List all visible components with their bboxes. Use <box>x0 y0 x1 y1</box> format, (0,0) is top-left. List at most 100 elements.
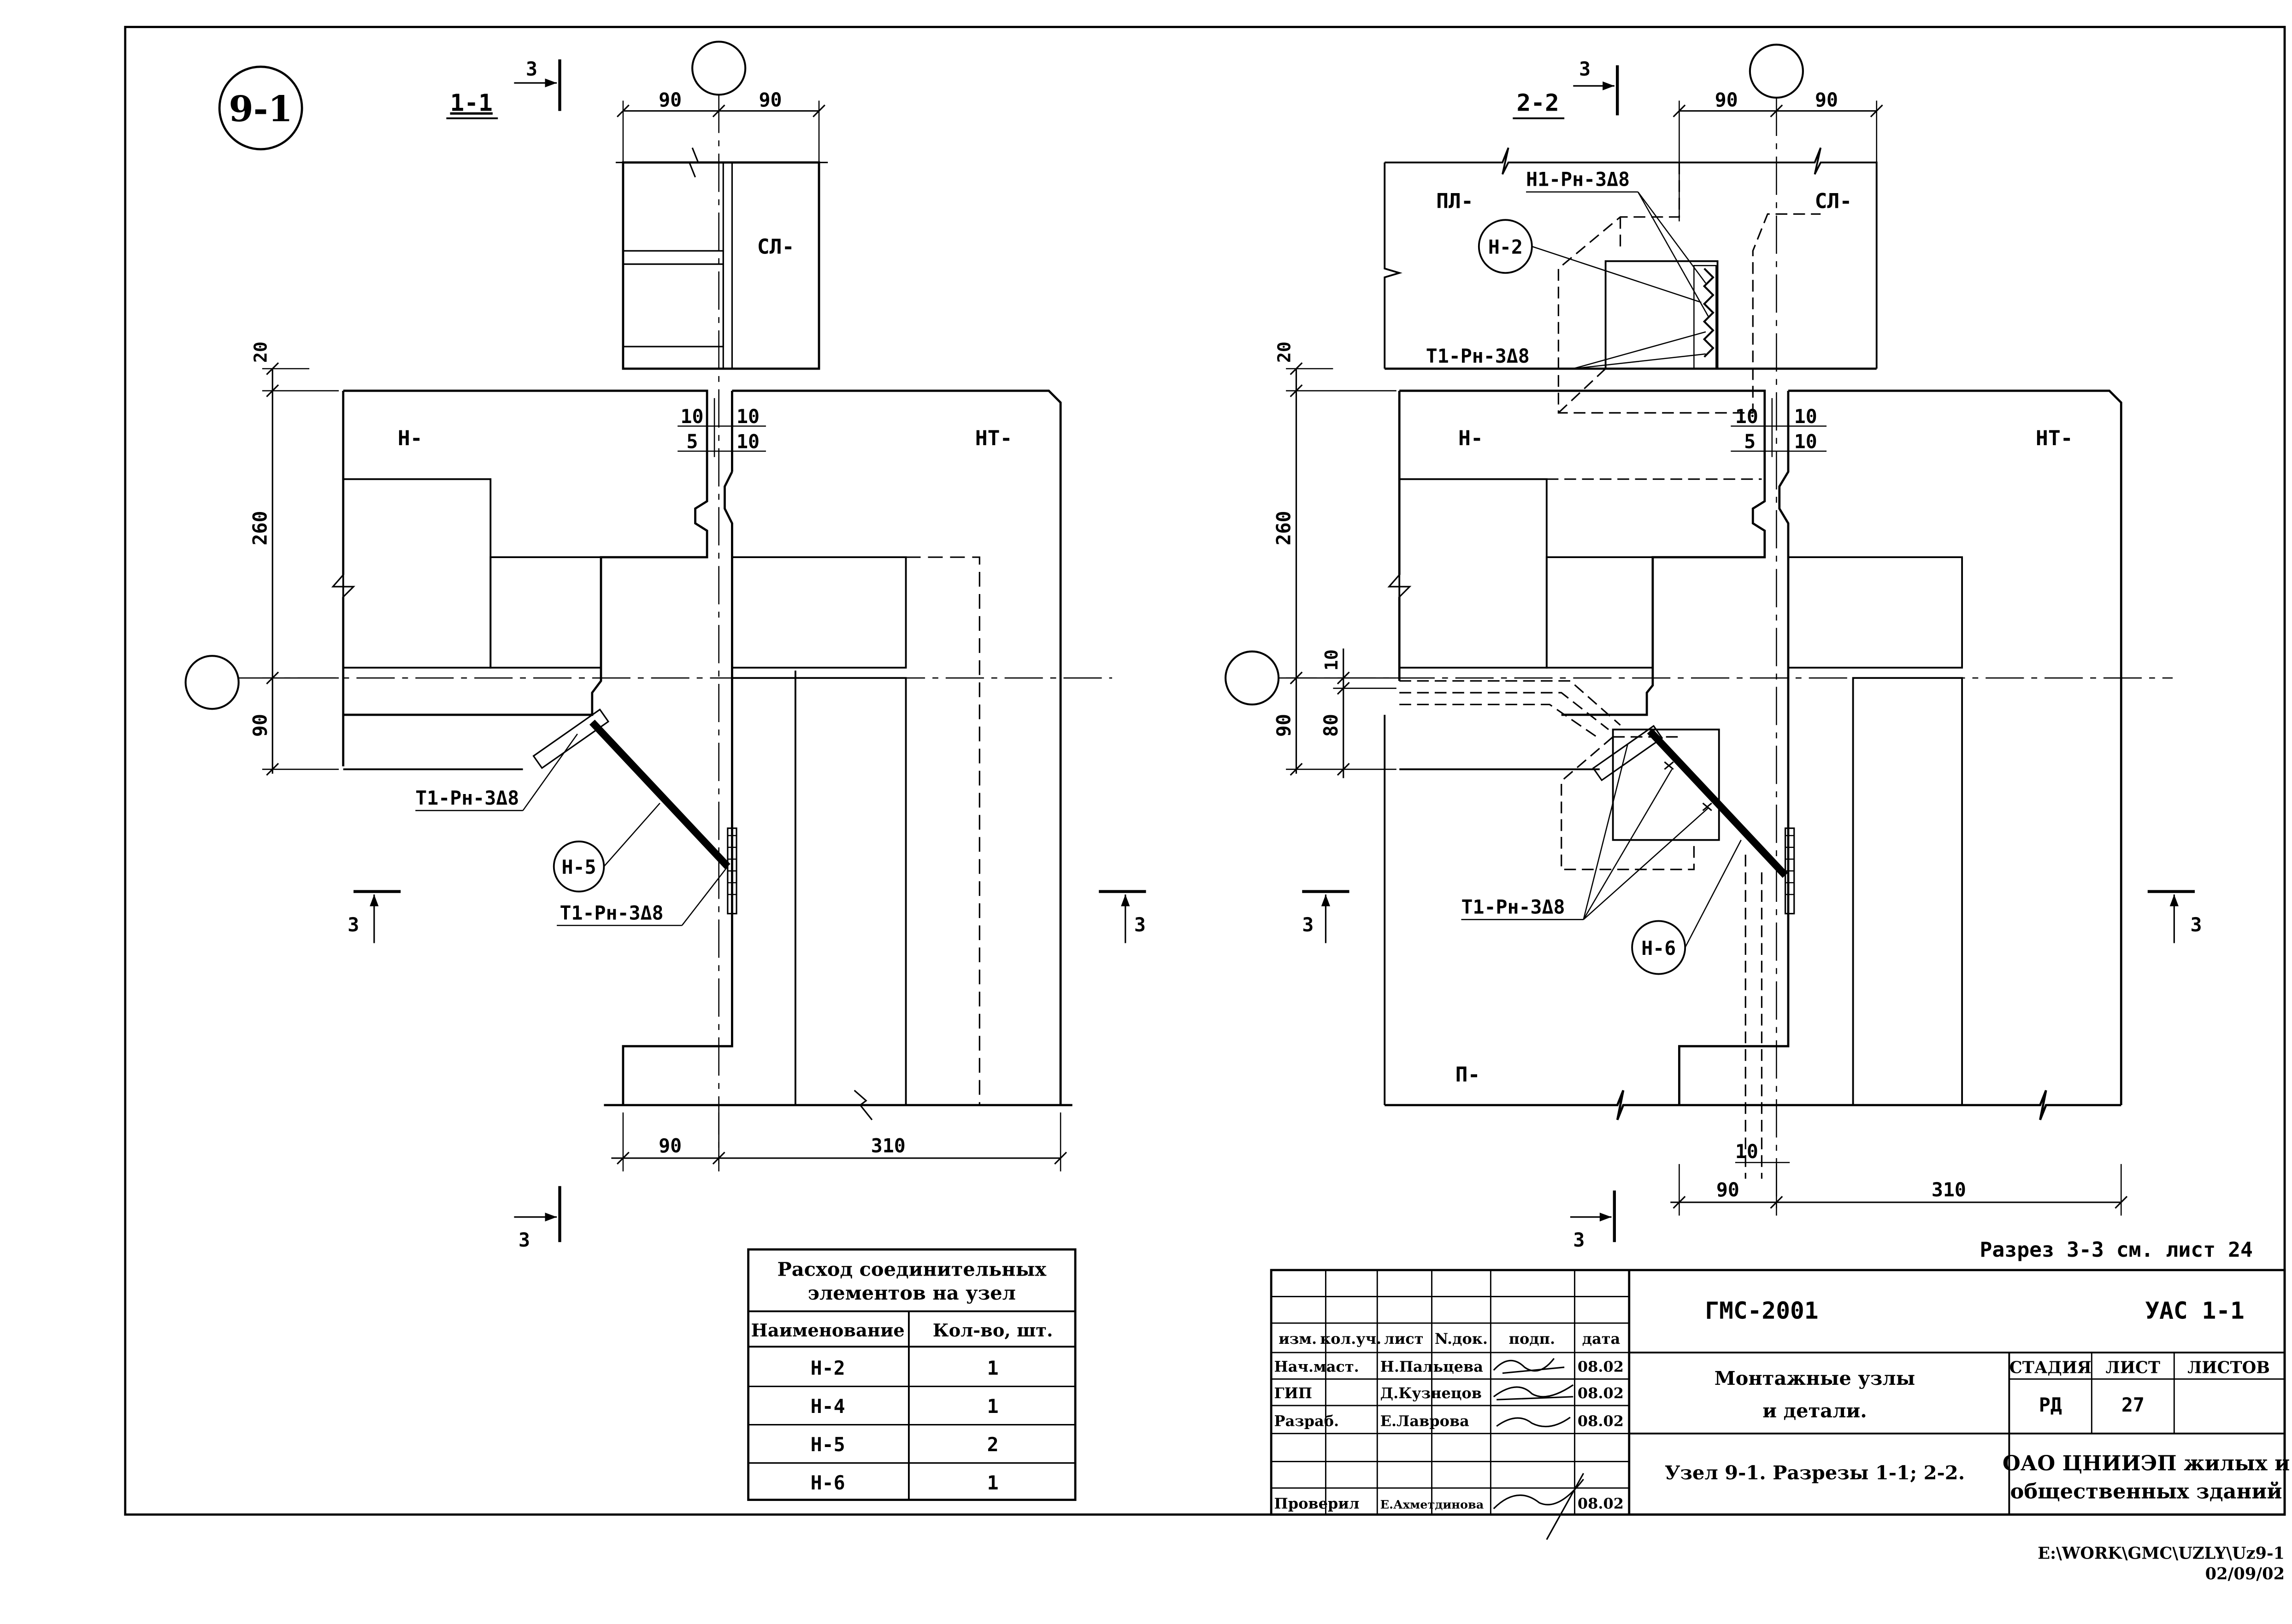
section-note: Разрез 3-3 см. лист 24 <box>1980 1237 2253 1262</box>
callout-part-h5: Н-5 <box>562 856 596 878</box>
dim-top-right-a: 90 <box>1715 88 1738 111</box>
tb-signer-1-date: 08.02 <box>1578 1358 1624 1375</box>
tb-project: ГМС-2001 <box>1705 1297 1818 1324</box>
callout-weld-mid-right: Т1-Рн-3Δ8 <box>1426 345 1530 367</box>
tb-col-koluch: кол.уч. <box>1320 1330 1381 1347</box>
dim-joint-left-a: 10 <box>681 405 704 428</box>
dim-joint-left-b: 10 <box>737 405 760 428</box>
table-row-2-count: 1 <box>987 1395 999 1418</box>
section-mark-side-left-b: 3 <box>1134 913 1146 936</box>
tb-signer-2-name: Д.Кузнецов <box>1380 1384 1482 1402</box>
dim-joint-right-d: 10 <box>1794 430 1817 453</box>
label-wall-left-right-view: Н- <box>1458 426 1483 450</box>
dim-bottom-left-90: 90 <box>659 1134 682 1157</box>
wall-panel-left <box>343 389 708 716</box>
tb-org-2: общественных зданий <box>2010 1479 2282 1503</box>
table-row-1-count: 1 <box>987 1357 999 1379</box>
tb-signer-2-date: 08.02 <box>1578 1384 1624 1402</box>
file-path: E:\WORK\GMC\UZLY\Uz9-1 <box>2038 1544 2285 1563</box>
tb-doc-title-2: и детали. <box>1762 1400 1867 1422</box>
consumption-table: Расход соединительных элементов на узел … <box>747 1248 1077 1501</box>
tb-col-ndok: N.док. <box>1435 1330 1488 1347</box>
table-row-2-name: Н-4 <box>811 1395 845 1418</box>
tb-code: УАС 1-1 <box>2145 1297 2244 1324</box>
tb-stage-header: СТАДИЯ <box>2009 1359 2092 1377</box>
dim-joint-right-a: 10 <box>1735 405 1758 428</box>
tb-signer-3-role: Разраб. <box>1274 1412 1339 1430</box>
node-badge-circle <box>218 65 303 151</box>
table-title-line1: Расход соединительных <box>778 1258 1047 1281</box>
table-header-count: Кол-во, шт. <box>933 1320 1053 1341</box>
dim-joint-left-d: 10 <box>737 430 760 453</box>
callout-weld-top-right: Н1-Рн-3Δ8 <box>1526 168 1630 191</box>
tb-signer-2-role: ГИП <box>1274 1384 1312 1402</box>
dim-bottom-left-310: 310 <box>871 1134 906 1157</box>
axis-bubble-side-left <box>184 655 240 710</box>
section-mark-top-right: 3 <box>1579 58 1591 80</box>
tb-signer-4-date: 08.02 <box>1578 1495 1624 1512</box>
dim-right-10: 10 <box>1321 649 1342 671</box>
tb-signer-1-role: Нач.маст. <box>1274 1358 1359 1375</box>
tb-signer-3-date: 08.02 <box>1578 1412 1624 1430</box>
dim-bottom-right-90: 90 <box>1716 1178 1739 1201</box>
left-view: 9-1 1-1 3 3 3 3 90 90 <box>184 41 1146 1251</box>
signature-3 <box>1496 1417 1571 1428</box>
dim-right-20: 20 <box>1274 341 1295 363</box>
axis-bubble-side-right <box>1225 650 1280 706</box>
table-header-name: Наименование <box>751 1320 905 1341</box>
dim-top-left-b: 90 <box>759 88 782 111</box>
tb-sheet: 27 <box>2121 1394 2145 1416</box>
dim-bottom-right-310: 310 <box>1932 1178 1966 1201</box>
dim-joint-right-b: 10 <box>1794 405 1817 428</box>
section-mark-side-right-a: 3 <box>1302 913 1314 936</box>
section-mark-side-left-a: 3 <box>348 913 359 936</box>
label-wall-right-left-view: НТ- <box>975 426 1013 450</box>
label-slab-right-right-view: СЛ- <box>1815 189 1852 213</box>
table-row-4-name: Н-6 <box>811 1471 845 1494</box>
dim-right-80: 80 <box>1320 714 1342 737</box>
table-row-1-name: Н-2 <box>811 1357 845 1379</box>
table-row-3-name: Н-5 <box>811 1433 845 1456</box>
tb-stage: РД <box>2039 1394 2062 1416</box>
section-title-left: 1-1 <box>450 90 493 117</box>
tb-signer-4-name: Е.Ахметдинова <box>1380 1498 1484 1512</box>
tb-col-podp: подп. <box>1509 1330 1555 1347</box>
label-slab-left: СЛ- <box>757 235 795 259</box>
tb-signer-4-role: Проверил <box>1274 1495 1360 1512</box>
signature-2 <box>1493 1384 1574 1400</box>
dim-left-260: 260 <box>248 511 271 546</box>
dim-top-left-a: 90 <box>659 88 682 111</box>
sheet-frame <box>124 26 2286 1516</box>
file-date: 02/09/02 <box>2205 1565 2285 1583</box>
tb-org-1: ОАО ЦНИИЭП жилых и <box>2003 1451 2290 1476</box>
tb-col-izm: изм. <box>1279 1330 1317 1347</box>
table-title-line2: элементов на узел <box>808 1282 1016 1304</box>
dim-left-90: 90 <box>248 714 271 737</box>
node-badge: 9-1 <box>229 88 293 130</box>
wall-panel-right-left-view <box>622 389 1062 1106</box>
tb-sheet-title: Узел 9-1. Разрезы 1-1; 2-2. <box>1665 1461 1965 1484</box>
axis-bubble-top-left <box>691 41 747 96</box>
callout-part-h2: Н-2 <box>1488 236 1523 259</box>
label-wall-right-right-view: НТ- <box>2036 426 2073 450</box>
callout-part-h6: Н-6 <box>1641 937 1676 959</box>
section-mark-top-left: 3 <box>526 58 537 80</box>
dim-top-right-b: 90 <box>1815 88 1838 111</box>
tb-signer-1-name: Н.Пальцева <box>1380 1358 1483 1375</box>
right-view: 2-2 3 3 3 3 90 90 ПЛ- СЛ- <box>1225 43 2202 1251</box>
label-wall-bottom-right-view: П- <box>1455 1062 1480 1087</box>
tb-signer-3-name: Е.Лаврова <box>1380 1412 1469 1430</box>
dim-right-260: 260 <box>1273 511 1295 546</box>
table-row-4-count: 1 <box>987 1471 999 1494</box>
section-mark-bottom-right: 3 <box>1573 1229 1585 1251</box>
signature-1 <box>1493 1358 1565 1374</box>
section-mark-side-right-b: 3 <box>2190 913 2202 936</box>
tb-sheets-header: ЛИСТОВ <box>2187 1359 2270 1377</box>
table-row-3-count: 2 <box>987 1433 999 1456</box>
tb-sheet-header: ЛИСТ <box>2106 1359 2160 1377</box>
label-wall-left: Н- <box>398 426 423 450</box>
title-block: изм. кол.уч. лист N.док. подп. дата Нач.… <box>1270 1269 2290 1540</box>
tb-doc-title-1: Монтажные узлы <box>1715 1367 1915 1389</box>
dim-joint-left-c: 5 <box>686 430 698 453</box>
